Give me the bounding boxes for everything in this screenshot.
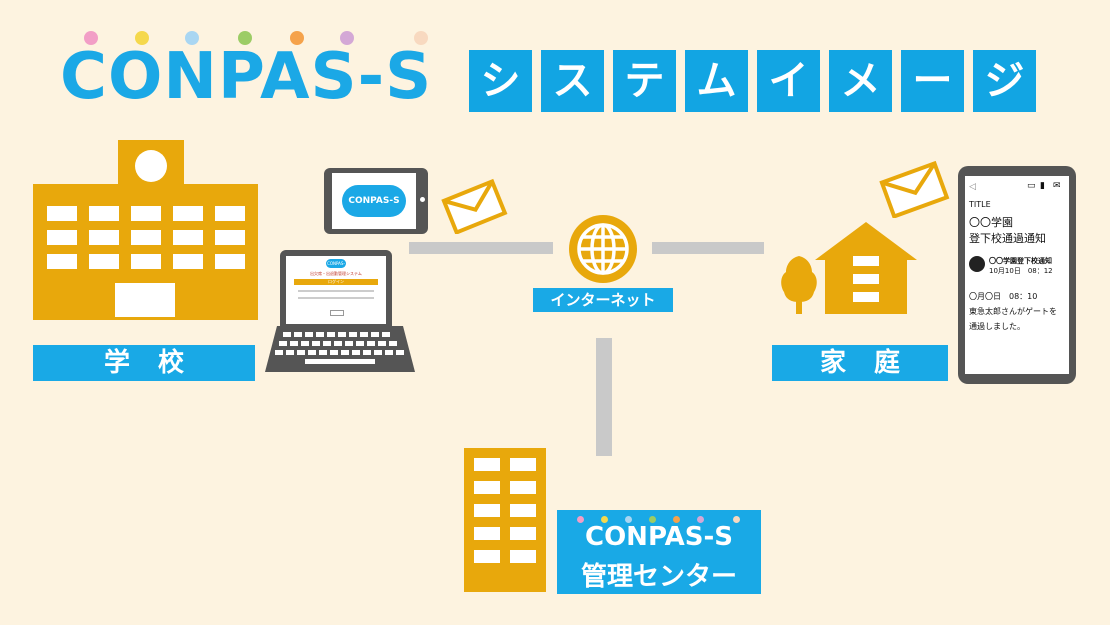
tablet-screen: CONPAS-S	[332, 173, 416, 229]
logo-dot	[290, 31, 304, 45]
mail-envelope-icon	[879, 160, 950, 218]
back-icon: ◁	[969, 182, 976, 192]
center-label-box: CONPAS-S 管理センター	[557, 510, 761, 594]
tablet-logo: CONPAS-S	[342, 185, 406, 217]
logo-dot	[340, 31, 354, 45]
logo-dot	[577, 516, 584, 523]
office-building-icon	[464, 448, 546, 592]
internet-label: インターネット	[533, 288, 673, 312]
laptop-system-title: 出欠席・出退勤管理システム	[310, 271, 362, 276]
mail-icon: ✉	[1053, 181, 1061, 191]
logo-dot	[733, 516, 740, 523]
connector-line	[596, 338, 612, 456]
logo-dot	[135, 31, 149, 45]
logo-dot	[601, 516, 608, 523]
smartphone-device: ◁ ▭ ▮ ✉ TITLE 〇〇学園 登下校通過通知 〇〇学園登下校通知 10月…	[958, 166, 1076, 384]
title-char: テ	[613, 50, 676, 112]
connector-line	[409, 242, 553, 254]
logo-dot	[697, 516, 704, 523]
folder-icon: ▭	[1027, 181, 1036, 191]
center-logo: CONPAS-S	[585, 522, 733, 552]
logo-dot	[84, 31, 98, 45]
login-button	[330, 310, 344, 316]
logo-dot	[185, 31, 199, 45]
logo-dot	[649, 516, 656, 523]
phone-time-line: 〇月〇日 08：10	[969, 292, 1038, 301]
phone-sender: 〇〇学園登下校通知	[989, 257, 1052, 265]
title-char: ス	[541, 50, 604, 112]
tree-icon	[781, 256, 817, 314]
globe-icon	[569, 215, 637, 283]
laptop-screen: CONPAS-S 出欠席・出退勤管理システム ログイン	[286, 256, 386, 324]
logo-text: CONPAS-S	[60, 40, 433, 114]
login-field	[298, 290, 374, 292]
logo-dot	[238, 31, 252, 45]
house-icon	[815, 222, 917, 314]
phone-body-line2: 通過しました。	[969, 322, 1025, 331]
title-char: ジ	[973, 50, 1036, 112]
school-label: 学校	[33, 345, 255, 381]
title-char: ム	[685, 50, 748, 112]
school-building-icon	[33, 140, 258, 320]
laptop-login-bar: ログイン	[294, 279, 378, 285]
avatar	[969, 256, 985, 272]
logo-dot	[625, 516, 632, 523]
laptop-screen-logo: CONPAS-S	[326, 259, 346, 275]
title-char: イ	[757, 50, 820, 112]
connector-line	[652, 242, 764, 254]
phone-sent-at: 10月10日 08：12	[989, 267, 1053, 275]
home-label: 家庭	[772, 345, 948, 381]
logo-dot	[414, 31, 428, 45]
phone-screen: ◁ ▭ ▮ ✉ TITLE 〇〇学園 登下校通過通知 〇〇学園登下校通知 10月…	[965, 176, 1069, 374]
laptop-keyboard-icon	[265, 326, 415, 372]
phone-subject: 登下校通過通知	[969, 232, 1046, 245]
trash-icon: ▮	[1040, 181, 1045, 191]
title-char: シ	[469, 50, 532, 112]
phone-org: 〇〇学園	[969, 216, 1013, 229]
tablet-device: CONPAS-S	[324, 168, 428, 234]
tablet-home-button	[420, 197, 425, 202]
mail-envelope-icon	[441, 178, 508, 234]
laptop-device: CONPAS-S 出欠席・出退勤管理システム ログイン	[280, 250, 392, 328]
logo-dot	[673, 516, 680, 523]
phone-title: TITLE	[969, 200, 991, 209]
phone-body-line1: 東急太郎さんがゲートを	[969, 307, 1057, 316]
password-field	[298, 297, 374, 299]
title-char: メ	[829, 50, 892, 112]
center-label: 管理センター	[580, 562, 737, 592]
title-char: ー	[901, 50, 964, 112]
